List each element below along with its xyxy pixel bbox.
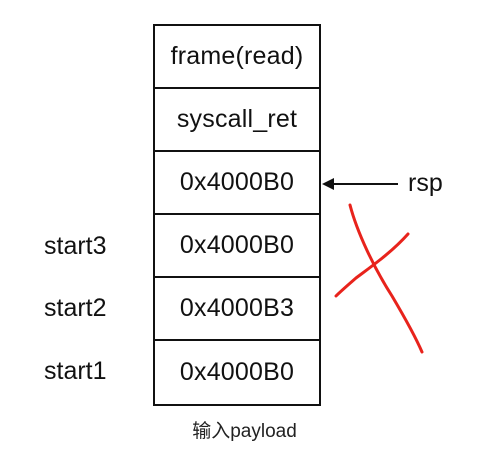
stack-cell-start1: 0x4000B0 xyxy=(179,358,295,386)
rsp-arrow-icon xyxy=(322,178,398,190)
stack-cell-frame-read: frame(read) xyxy=(155,26,319,89)
label-start1: start1 xyxy=(44,357,107,385)
stack-cell-start2: 0x4000B3 xyxy=(155,278,319,341)
red-cross-mark xyxy=(334,203,424,354)
stack-cell-start3: 0x4000B0 xyxy=(155,215,319,278)
stack-diagram: frame(read) syscall_ret 0x4000B0 0x4000B… xyxy=(153,24,321,406)
diagram-caption: 输入payload xyxy=(192,421,297,442)
label-start2: start2 xyxy=(44,294,107,322)
stack-cell-syscall-ret: syscall_ret xyxy=(155,89,319,152)
rsp-label: rsp xyxy=(408,169,443,197)
stack-cell-rsp-target: 0x4000B0 xyxy=(155,152,319,215)
label-start3: start3 xyxy=(44,232,107,260)
